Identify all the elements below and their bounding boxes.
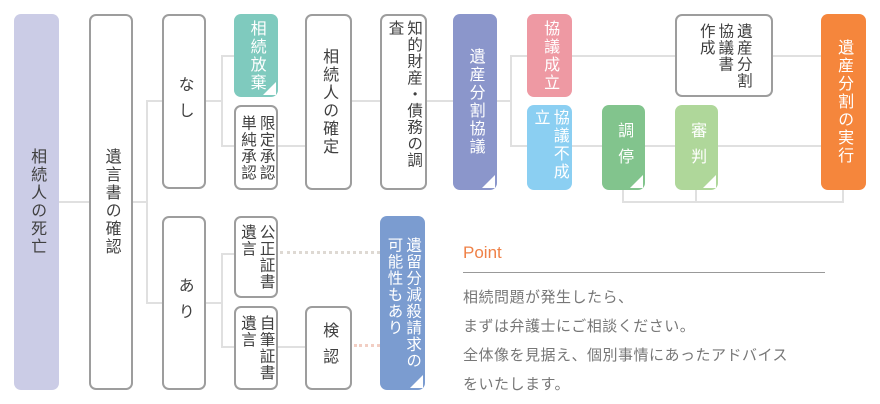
node-label: 審判 bbox=[688, 121, 706, 174]
node-heir-determination: 相続人の確定 bbox=[305, 14, 352, 190]
node-acceptance: 限定承認 単純承認 bbox=[234, 105, 278, 190]
connector bbox=[510, 145, 527, 147]
node-agreement-document: 遺産分割 協議書 作成 bbox=[675, 14, 773, 97]
dotted-connector bbox=[280, 251, 380, 254]
connector bbox=[510, 55, 512, 147]
corner-triangle-icon bbox=[410, 375, 423, 388]
node-asset-debt-investigation: 知的財産・債務の調査 bbox=[380, 14, 427, 190]
connector bbox=[146, 302, 162, 304]
corner-triangle-icon bbox=[703, 175, 716, 188]
connector bbox=[221, 55, 234, 57]
node-branch-no: なし bbox=[162, 14, 206, 189]
connector bbox=[146, 100, 148, 304]
node-branch-yes: あり bbox=[162, 216, 206, 390]
connector bbox=[278, 346, 305, 348]
node-label: 公正証書 遺言 bbox=[239, 224, 275, 290]
connector bbox=[497, 100, 510, 102]
connector bbox=[278, 145, 305, 147]
node-notarized-will: 公正証書 遺言 bbox=[234, 216, 278, 298]
corner-triangle-icon bbox=[630, 175, 643, 188]
node-label: 相続人の死亡 bbox=[28, 148, 46, 256]
connector bbox=[352, 100, 380, 102]
node-label: 調停 bbox=[615, 121, 633, 174]
node-label: 知的財産・債務の調査 bbox=[386, 20, 423, 169]
connector bbox=[221, 55, 223, 147]
node-label: 遺留分減殺請求の 可能性もあり bbox=[385, 237, 422, 369]
node-will-check: 遺言書の確認 bbox=[89, 14, 133, 390]
node-label: 遺産分割 協議書 作成 bbox=[697, 22, 752, 89]
connector bbox=[221, 145, 234, 147]
node-mediation[interactable]: 調停 bbox=[602, 105, 645, 190]
node-heir-death: 相続人の死亡 bbox=[14, 14, 59, 390]
node-label: 相続放棄 bbox=[247, 19, 265, 92]
connector bbox=[221, 253, 223, 348]
connector bbox=[221, 346, 234, 348]
node-inheritance-renunciation[interactable]: 相続放棄 bbox=[234, 14, 278, 97]
connector bbox=[695, 190, 697, 203]
point-line: 相続問題が発生したら、 bbox=[463, 289, 634, 306]
node-label: 自筆証書 遺言 bbox=[239, 315, 275, 381]
connector bbox=[206, 302, 221, 304]
node-holographic-will: 自筆証書 遺言 bbox=[234, 306, 278, 390]
node-agreement-failed: 協議不成立 bbox=[527, 105, 572, 190]
point-line: 全体像を見据え、個別事情にあったアドバイス bbox=[463, 347, 789, 364]
node-probate: 検認 bbox=[305, 306, 352, 390]
node-division-execution: 遺産分割の実行 bbox=[821, 14, 866, 190]
connector bbox=[718, 145, 821, 147]
node-label: 協議不成立 bbox=[531, 109, 568, 181]
connector bbox=[842, 190, 844, 203]
dotted-connector bbox=[354, 344, 380, 347]
node-adjudication[interactable]: 審判 bbox=[675, 105, 718, 190]
connector bbox=[427, 100, 453, 102]
node-label: 限定承認 単純承認 bbox=[239, 114, 275, 181]
connector bbox=[133, 201, 146, 203]
connector bbox=[221, 253, 234, 255]
corner-triangle-icon bbox=[482, 175, 495, 188]
node-legitime-claim[interactable]: 遺留分減殺請求の 可能性もあり bbox=[380, 216, 425, 390]
point-heading: Point bbox=[463, 243, 502, 262]
point-divider bbox=[463, 272, 825, 273]
connector bbox=[622, 190, 624, 203]
connector bbox=[510, 55, 527, 57]
connector bbox=[622, 201, 844, 203]
connector bbox=[146, 100, 162, 102]
connector bbox=[645, 145, 675, 147]
node-label: 検認 bbox=[320, 322, 338, 374]
node-label: 遺産分割の実行 bbox=[835, 39, 853, 165]
node-label: 相続人の確定 bbox=[320, 48, 338, 156]
point-line: まずは弁護士にご相談ください。 bbox=[463, 318, 696, 335]
node-agreement-reached: 協議成立 bbox=[527, 14, 572, 97]
node-label: 協議成立 bbox=[541, 19, 559, 92]
connector bbox=[59, 201, 89, 203]
point-text: 相続問題が発生したら、 まずは弁護士にご相談ください。 全体像を見据え、個別事情… bbox=[463, 283, 788, 399]
connector bbox=[206, 100, 221, 102]
connector bbox=[773, 55, 821, 57]
connector bbox=[572, 55, 675, 57]
connector bbox=[572, 145, 602, 147]
node-label: なし bbox=[175, 75, 193, 128]
node-division-conference[interactable]: 遺産分割協議 bbox=[453, 14, 497, 190]
node-label: あり bbox=[175, 277, 193, 329]
node-label: 遺産分割協議 bbox=[466, 48, 484, 156]
node-label: 遺言書の確認 bbox=[102, 148, 120, 256]
point-line: をいたします。 bbox=[463, 376, 571, 393]
